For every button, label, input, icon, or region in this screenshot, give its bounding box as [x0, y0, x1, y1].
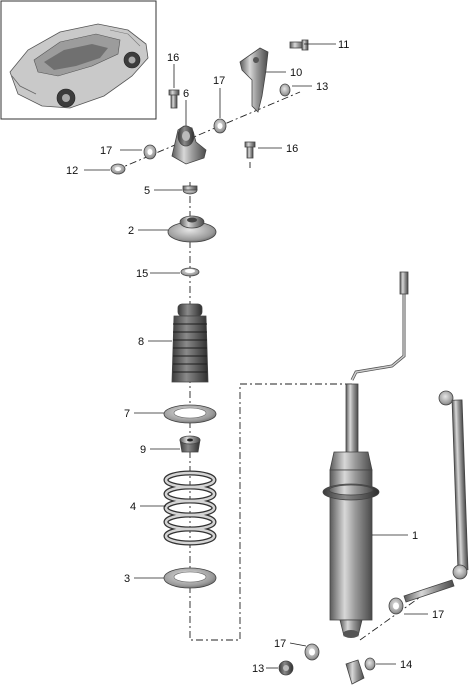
- part-1-shock-absorber: [322, 271, 409, 638]
- part-15-ring: [180, 267, 200, 277]
- part-5-nut: [182, 185, 198, 195]
- label-part-17-top: 17: [213, 75, 225, 87]
- part-13-nut-top: [279, 83, 291, 97]
- part-2-top-mount: [167, 215, 217, 243]
- part-9-bump-stop: [179, 435, 201, 453]
- label-part-3: 3: [124, 573, 130, 585]
- car-image: [9, 23, 149, 109]
- label-part-7: 7: [124, 408, 130, 420]
- part-17-washer-top: [213, 118, 227, 134]
- part-17-washer-bottom: [304, 643, 320, 661]
- part-labels: 11 10 13 16 6 17 17 12 16 5 2 15 8 7 9 4…: [66, 39, 444, 675]
- label-part-17-bottom: 17: [274, 638, 286, 650]
- label-part-1: 1: [412, 530, 418, 542]
- part-17-washer-right: [388, 597, 404, 615]
- label-part-16-right: 16: [286, 143, 298, 155]
- label-part-4: 4: [130, 501, 136, 513]
- part-8-bump-boot: [171, 303, 209, 383]
- label-part-11: 11: [338, 39, 349, 51]
- label-part-12: 12: [66, 165, 78, 177]
- label-part-6: 6: [183, 88, 189, 100]
- label-part-2: 2: [128, 225, 134, 237]
- label-part-10: 10: [290, 67, 302, 79]
- part-12-washer: [110, 163, 126, 175]
- part-4-spring: [163, 470, 217, 546]
- label-part-15: 15: [136, 268, 148, 280]
- label-part-13-bottom: 13: [252, 663, 264, 675]
- part-16-bolt-right: [244, 141, 256, 159]
- part-10-bracket: [239, 47, 269, 113]
- label-part-5: 5: [144, 185, 150, 197]
- stabilizer-link: [403, 390, 469, 603]
- vehicle-thumbnail-inset: [0, 0, 157, 120]
- label-part-8: 8: [138, 336, 144, 348]
- part-7-seat: [163, 404, 217, 424]
- part-6-mount-bracket: [171, 125, 207, 165]
- part-3-spring-seat: [163, 567, 217, 589]
- label-part-17-left: 17: [100, 145, 112, 157]
- label-part-17-right: 17: [432, 609, 444, 621]
- label-part-14: 14: [400, 659, 412, 671]
- label-part-9: 9: [140, 444, 146, 456]
- label-part-13-top: 13: [316, 81, 328, 93]
- part-11-bolt: [289, 39, 309, 51]
- part-17-washer-left: [143, 144, 157, 160]
- label-part-16-left: 16: [167, 52, 179, 64]
- part-14-bracket-washer: [345, 657, 376, 685]
- part-13-nut-bottom: [278, 660, 294, 676]
- leader-lines: [84, 43, 428, 669]
- part-16-bolt-left: [168, 89, 180, 109]
